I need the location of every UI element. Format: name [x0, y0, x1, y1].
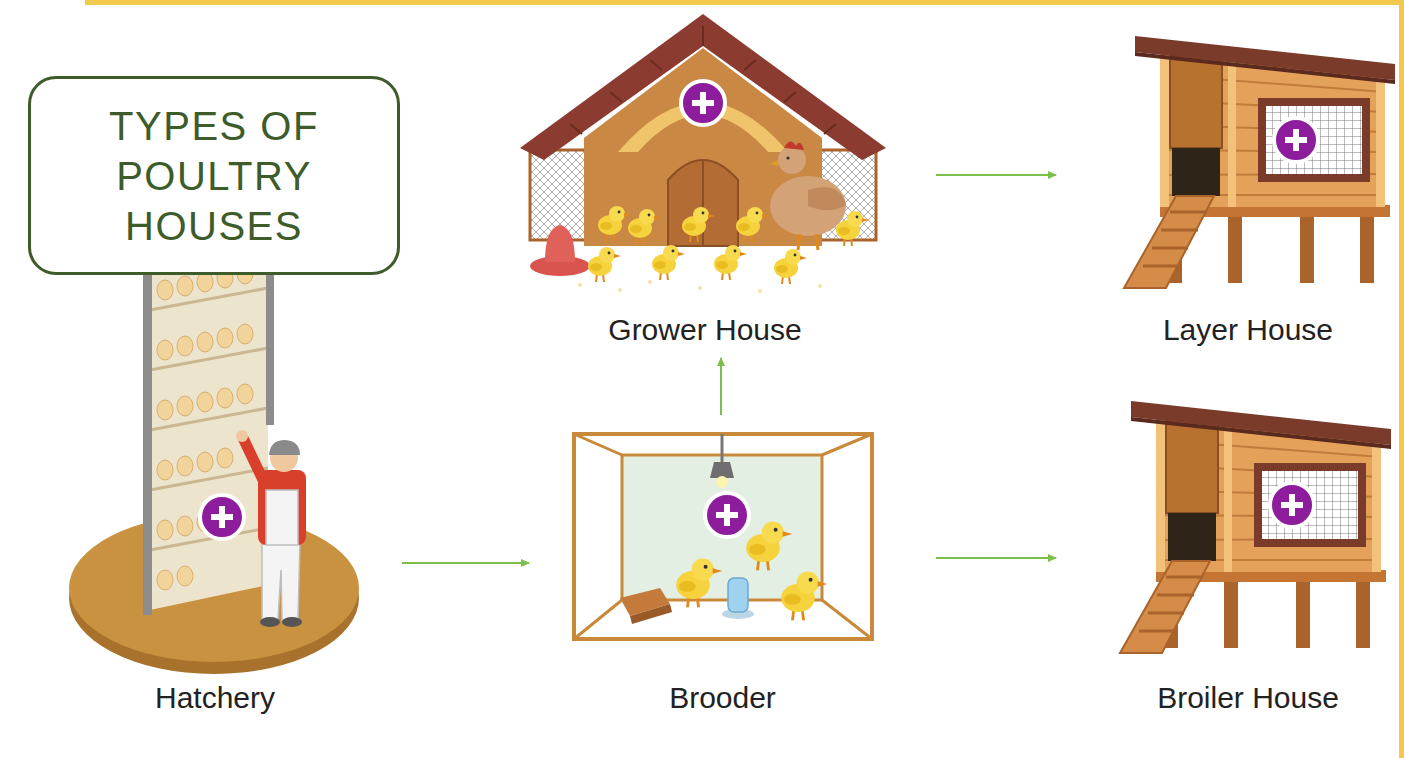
node-label: Layer House — [1100, 312, 1396, 348]
side-border — [1399, 0, 1404, 758]
node-label: Hatchery — [61, 680, 369, 716]
house-node: Broiler House — [1100, 395, 1396, 716]
flow-arrow — [402, 562, 529, 564]
title-box: TYPES OF POULTRY HOUSES — [28, 76, 400, 275]
node-label: Grower House — [516, 312, 894, 348]
flow-arrow — [720, 358, 722, 415]
house-node: Grower House — [516, 12, 894, 348]
broiler-house-illustration — [1120, 401, 1391, 653]
grower-house-illustration — [520, 14, 886, 293]
layer-house-illustration — [1124, 36, 1395, 288]
brooder-illustration — [574, 434, 872, 639]
top-border — [85, 0, 1404, 5]
node-label: Broiler House — [1100, 680, 1396, 716]
flow-arrow — [936, 174, 1056, 176]
node-label: Brooder — [561, 680, 884, 716]
house-node: Layer House — [1100, 30, 1396, 348]
diagram-title: TYPES OF POULTRY HOUSES — [64, 101, 364, 251]
flow-arrow — [936, 557, 1056, 559]
house-node: Brooder — [561, 425, 884, 716]
